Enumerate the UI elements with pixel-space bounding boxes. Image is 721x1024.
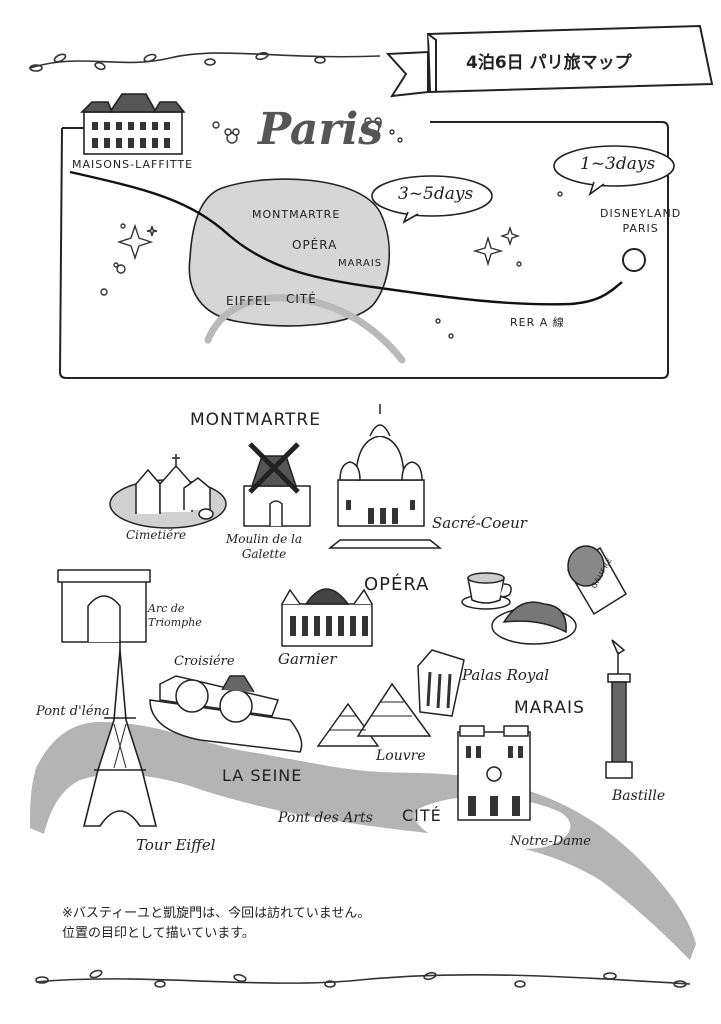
landmark-arc-de-triomphe: Arc de Triomphe [148,602,202,629]
cimetiere-illustration [109,454,227,529]
landmark-tour-eiffel: Tour Eiffel [136,836,216,854]
stay-bubble-paris: 3~5days [398,184,474,204]
landmark-croisiere: Croisiére [174,654,235,669]
notre-dame-illustration [457,725,531,821]
gaufre-illustration [566,545,628,616]
bottom-vine-ornament [35,969,691,988]
rer-a-line [69,170,623,306]
place-marais-overview: MARAIS [338,258,383,269]
district-montmartre: MONTMARTRE [190,410,321,430]
landmark-pont-des-arts: Pont des Arts [278,810,373,826]
city-title: Paris [258,104,384,155]
footnote-line-1: ※バスティーユと凱旋門は、今回は訪れていません。 [62,906,371,921]
banner-title: 4泊6日 パリ旅マップ [466,53,632,73]
moulin-de-la-galette-illustration [243,442,311,527]
district-opera: OPÉRA [364,574,430,595]
arc-de-triomphe-illustration [57,569,151,643]
title-banner [385,24,714,98]
landmark-cimetiere: Cimetiére [126,528,187,542]
sparkle-decorations [100,117,563,339]
place-maisons-laffitte: MAISONS-LAFFITTE [72,158,194,171]
chateau-maisons-laffitte-illustration [80,93,186,155]
district-cite: CITÉ [402,806,442,825]
louvre-pyramid-illustration [316,682,432,747]
disneyland-marker [622,248,646,272]
paris-center-area [188,178,391,327]
landmark-pont-iena: Pont d'léna [36,704,110,719]
eiffel-tower-illustration [82,640,158,827]
landmark-garnier: Garnier [278,650,337,668]
cruise-boat-illustration [149,675,303,753]
landmark-palais-royal: Palas Royal [462,666,550,684]
seine-river [30,722,696,960]
landmark-bastille: Bastille [612,788,666,804]
seine-river-overview [204,294,406,364]
bastille-column-illustration [605,639,633,779]
rer-line-label: RER A 線 [510,316,565,329]
opera-garnier-illustration [281,588,373,647]
place-disneyland: DISNEYLAND PARIS [600,207,682,235]
landmark-moulin: Moulin de la Galette [226,532,303,561]
landmark-notre-dame: Notre-Dame [510,834,591,849]
croissant-illustration [491,601,577,645]
district-la-seine: LA SEINE [222,766,303,785]
landmark-sacre-coeur: Sacré-Coeur [432,514,527,532]
ile-de-la-cite [414,796,571,850]
sacre-coeur-illustration [327,404,443,549]
district-marais: MARAIS [514,698,585,718]
palais-royal-illustration [417,649,465,717]
stay-bubbles [371,145,675,224]
top-vine-ornament [29,51,381,72]
place-montmartre-overview: MONTMARTRE [252,208,341,221]
coffee-cup-illustration [461,572,512,610]
place-opera-overview: OPÉRA [292,238,338,252]
stay-bubble-disneyland: 1~3days [580,154,656,174]
place-eiffel-overview: EIFFEL [226,294,272,308]
place-cite-overview: CITÉ [286,292,317,306]
landmark-louvre: Louvre [376,748,426,764]
footnote-line-2: 位置の目印として描いています。 [62,926,255,941]
